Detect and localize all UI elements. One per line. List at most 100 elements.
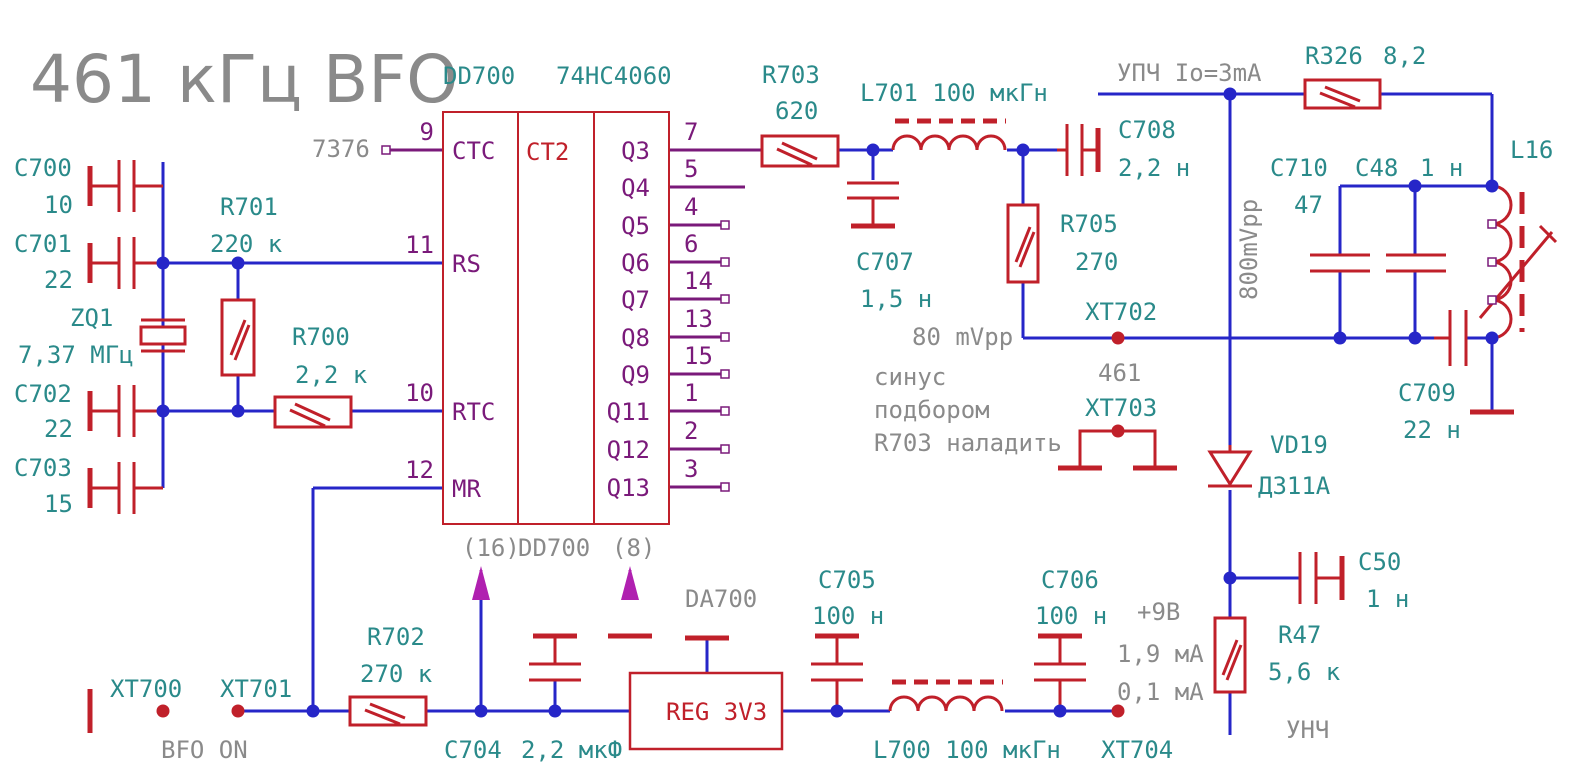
c705-value: 100 н [812, 602, 884, 630]
r703-value: 620 [775, 97, 818, 125]
r700-value: 2,2 к [295, 361, 368, 389]
c707-ref: C707 [856, 248, 914, 276]
r701-value: 220 к [210, 230, 283, 258]
chip-ref-bottom-label: DD700 [518, 534, 590, 562]
chip-pin-6-number: 6 [684, 230, 698, 258]
capacitor-c701 [87, 237, 163, 289]
chip-output-q12-label: Q12 [607, 436, 650, 464]
chip-pin-3-number: 3 [684, 455, 698, 483]
c701-value: 22 [44, 266, 73, 294]
connector-xt703[interactable] [1058, 424, 1177, 471]
c709-value: 22 н [1403, 416, 1461, 444]
chip-input-mr-label: MR [452, 475, 481, 503]
resistor-r703 [760, 134, 840, 168]
schematic-title: 461 кГц BFO [30, 41, 458, 118]
capacitor-c48 [1386, 253, 1446, 273]
v800-annotation: 800mVpp [1235, 199, 1263, 300]
chip-output-q5-label: Q5 [621, 212, 650, 240]
r700-ref: R700 [292, 323, 350, 351]
xt702-label: XT702 [1085, 298, 1157, 326]
resistor-r701 [220, 298, 256, 377]
chip-pin-15-number: 15 [684, 342, 713, 370]
capacitor-c50 [1298, 552, 1345, 604]
capacitor-c703 [87, 462, 163, 514]
r47-value: 5,6 к [1268, 658, 1341, 686]
r701-ref: R701 [220, 193, 278, 221]
chip-pin-wires [381, 145, 762, 492]
chip-output-q9-label: Q9 [621, 361, 650, 389]
junction-dots [156, 87, 1499, 718]
chip-output-q13-label: Q13 [607, 474, 650, 502]
chip-pin-7-number: 7 [684, 118, 698, 146]
c704-ref: C704 [444, 736, 502, 764]
chip-pin-11-number: 11 [405, 231, 434, 259]
r702-ref: R702 [367, 623, 425, 651]
r705-ref: R705 [1060, 210, 1118, 238]
capacitor-c707 [847, 181, 899, 229]
diode-vd19 [1207, 445, 1253, 488]
resistor-r705 [1006, 203, 1040, 284]
chip-output-q7-label: Q7 [621, 286, 650, 314]
da700-ref: DA700 [685, 585, 757, 613]
regulator-da700: REG 3V3 [628, 635, 784, 751]
current-2-label: 0,1 мА [1117, 678, 1204, 706]
chip-power-pin-label: (16) [462, 534, 520, 562]
vd19-ref: VD19 [1270, 431, 1328, 459]
xt701-label: XT701 [220, 675, 292, 703]
c700-ref: C700 [14, 154, 72, 182]
c50-value: 1 н [1366, 585, 1409, 613]
c709-ref: C709 [1398, 379, 1456, 407]
capacitor-c708 [1057, 124, 1101, 176]
power-arrow-icons [472, 566, 639, 600]
c704-value: 2,2 мкФ [521, 736, 622, 764]
note-line-2: подбором [874, 396, 990, 424]
c703-value: 15 [44, 490, 73, 518]
zq1-value: 7,37 МГц [18, 341, 134, 369]
chip-pin-14-number: 14 [684, 267, 713, 295]
chip-output-q8-label: Q8 [621, 324, 650, 352]
r702-value: 270 к [360, 660, 433, 688]
ctc-net-label: 7376 [312, 135, 370, 163]
c708-ref: C708 [1118, 116, 1176, 144]
capacitor-c706 [1034, 633, 1086, 711]
c48-ref: C48 [1355, 154, 1398, 182]
note-line-3: R703 наладить [874, 429, 1062, 457]
chip-function-label: CT2 [526, 138, 569, 166]
c50-ref: C50 [1358, 548, 1401, 576]
c710-value: 47 [1294, 191, 1323, 219]
chip-pin-12-number: 12 [405, 456, 434, 484]
c710-ref: C710 [1270, 154, 1328, 182]
chip-pin-10-number: 10 [405, 379, 434, 407]
connector-xt701[interactable] [231, 704, 245, 718]
c703-ref: C703 [14, 454, 72, 482]
connector-xt702[interactable] [1111, 331, 1125, 345]
supply-voltage-label: +9В [1137, 598, 1180, 626]
resistor-r700 [273, 395, 353, 429]
connector-xt700[interactable] [87, 689, 170, 733]
capacitor-c710 [1310, 253, 1370, 273]
counter-chip-dd700: CT2 DD700 74HC4060 DD700 (16) (8) CTC9RS… [405, 62, 713, 562]
capacitor-c705 [811, 633, 863, 711]
c705-ref: C705 [818, 566, 876, 594]
regulator-body-label: REG 3V3 [666, 698, 767, 726]
resistor-r702 [348, 695, 428, 727]
r326-ref: R326 [1305, 42, 1363, 70]
unch-annotation: УНЧ [1286, 716, 1329, 744]
l700-label: L700 100 мкГн [873, 736, 1061, 764]
chip-pin-5-number: 5 [684, 155, 698, 183]
c707-value: 1,5 н [860, 285, 932, 313]
zq1-ref: ZQ1 [70, 304, 113, 332]
chip-input-rtc-label: RTC [452, 398, 495, 426]
chip-pin-2-number: 2 [684, 417, 698, 445]
r326-value: 8,2 [1383, 42, 1426, 70]
current-1-label: 1,9 мА [1117, 640, 1204, 668]
l701-label: L701 100 мкГн [860, 79, 1048, 107]
chip-gnd-pin-label: (8) [612, 534, 655, 562]
c702-value: 22 [44, 415, 73, 443]
connector-xt704[interactable] [1111, 704, 1125, 718]
chip-input-ctc-label: CTC [452, 137, 495, 165]
chip-pin-13-number: 13 [684, 305, 713, 333]
chip-output-q3-label: Q3 [621, 137, 650, 165]
vd19-value: Д311А [1258, 472, 1331, 500]
